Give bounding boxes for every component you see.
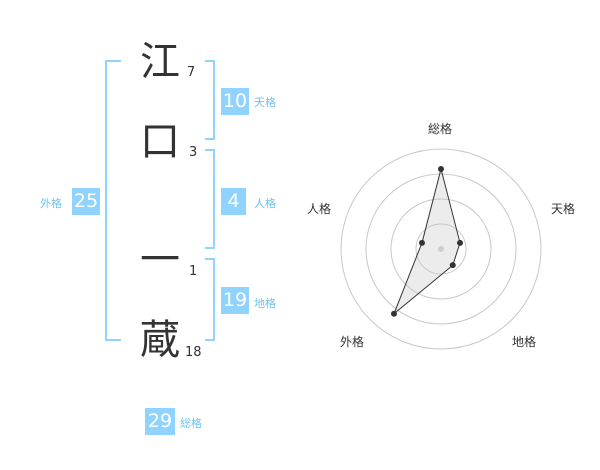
name-char-4: 蔵 — [140, 317, 180, 363]
radar-point-1 — [438, 166, 444, 172]
radar-axis-label-gaikaku: 外格 — [340, 335, 365, 349]
chikaku-value-box: 19 — [221, 287, 249, 314]
radar-point-3 — [449, 262, 456, 269]
soukaku-label: 総格 — [180, 417, 202, 430]
radar-ring — [340, 148, 542, 350]
radar-center-dot — [438, 246, 444, 252]
radar-axis-label-chikaku: 地格 — [512, 335, 537, 349]
radar-axis-label-soukaku: 総格 — [428, 122, 453, 136]
name-char-2: 口 — [140, 119, 180, 165]
radar-ring — [390, 198, 492, 300]
tenkaku-value-box: 10 — [221, 88, 249, 115]
gaikaku-bracket — [105, 60, 121, 341]
radar-point-5 — [418, 239, 425, 246]
jinkaku-bracket — [205, 149, 215, 249]
stroke-count-4: 18 — [185, 345, 202, 360]
radar-point-4 — [390, 310, 397, 317]
radar-point-2 — [457, 239, 464, 246]
radar-polygon — [393, 168, 461, 315]
tenkaku-label: 天格 — [254, 96, 276, 109]
name-char-1: 江 — [140, 39, 180, 85]
radar-ring — [415, 223, 467, 275]
soukaku-value-box: 29 — [145, 408, 175, 435]
name-char-3: 一 — [140, 237, 180, 283]
stroke-count-1: 7 — [187, 65, 196, 80]
chikaku-bracket — [205, 258, 215, 341]
radar-axis-label-jinkaku: 人格 — [307, 202, 332, 216]
stroke-count-2: 3 — [189, 145, 198, 160]
chikaku-label: 地格 — [254, 297, 276, 310]
tenkaku-bracket — [205, 60, 215, 140]
stroke-count-3: 1 — [189, 264, 198, 279]
gaikaku-value-box: 25 — [72, 188, 100, 215]
jinkaku-label: 人格 — [254, 197, 276, 210]
radar-ring — [365, 173, 517, 325]
gaikaku-label: 外格 — [40, 197, 62, 210]
jinkaku-value-box: 4 — [221, 188, 246, 215]
radar-axis-label-tenkaku: 天格 — [551, 202, 576, 216]
